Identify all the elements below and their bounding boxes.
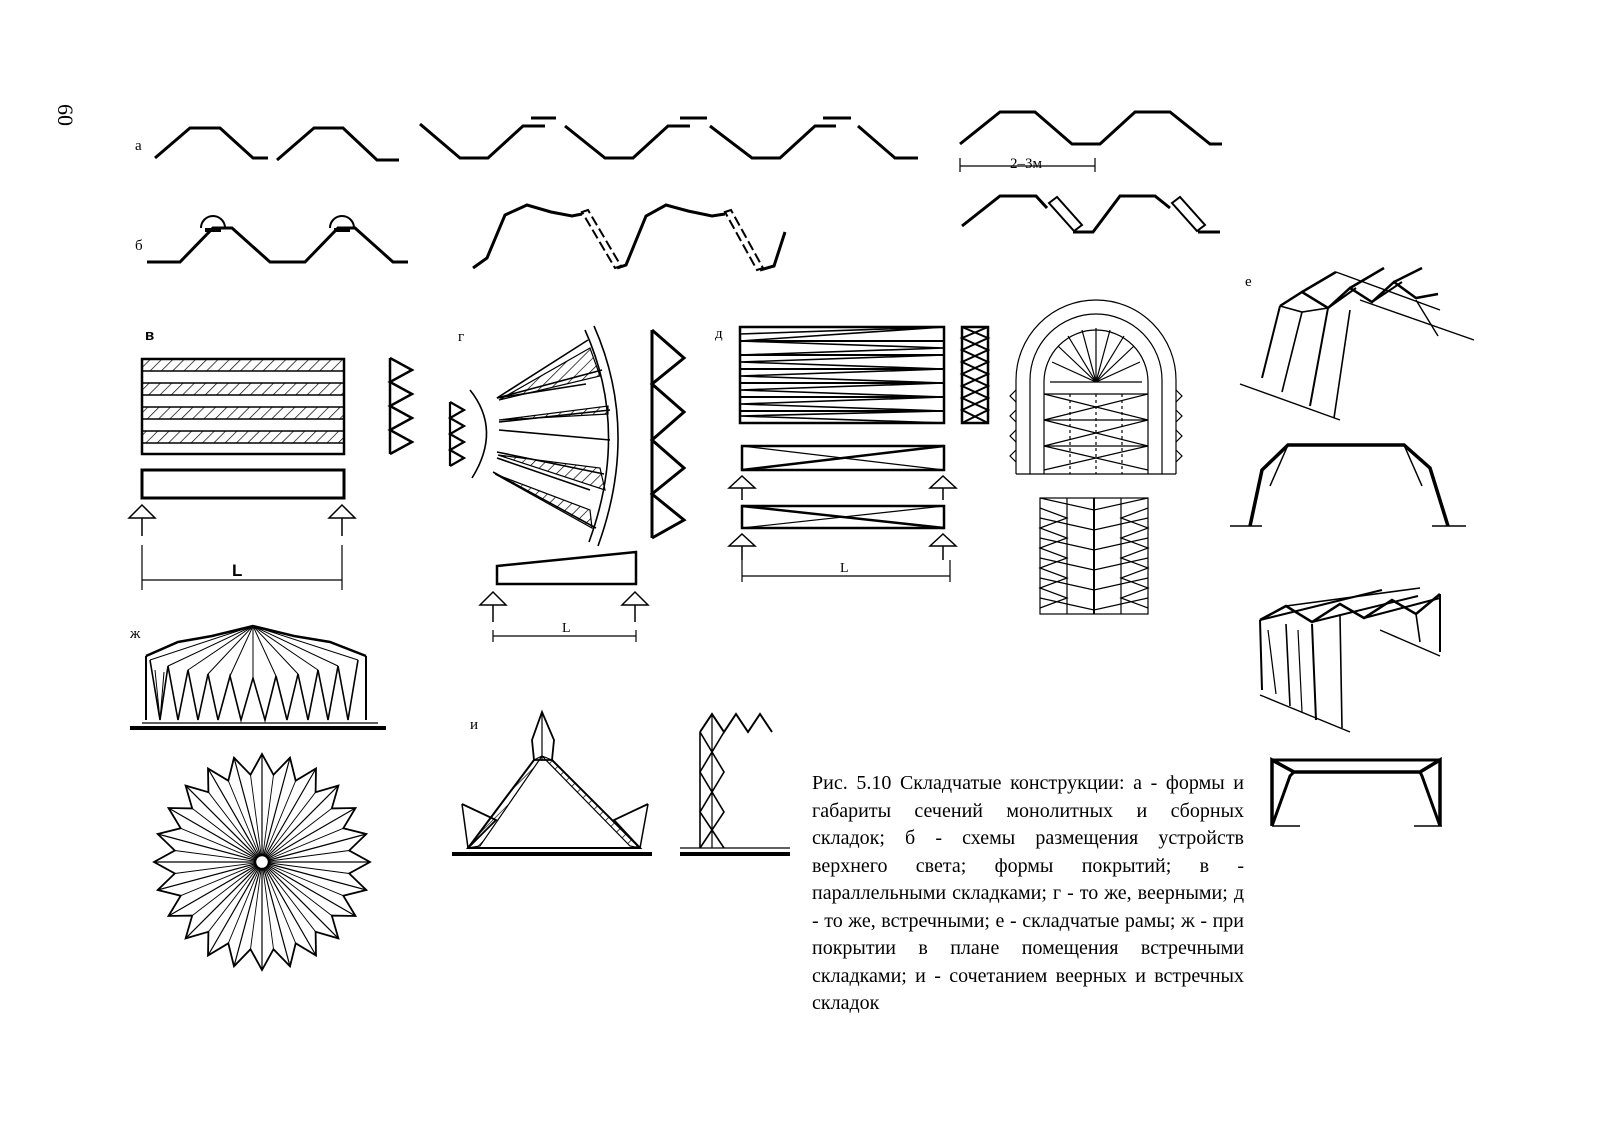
rosette-ridge [207, 768, 263, 863]
rosette-valley [261, 780, 297, 863]
rosette-valley [261, 774, 274, 863]
rosette-ridge [261, 861, 367, 891]
rosette-valley [208, 861, 263, 933]
rosette-ridge [261, 768, 317, 863]
rosette-ridge [233, 757, 263, 863]
rosette-valley [180, 861, 263, 897]
arched-plan [1009, 299, 1183, 475]
rosette-valley [208, 791, 263, 863]
frames-e [1230, 266, 1475, 827]
rosette-ridge [261, 757, 291, 863]
roof-g-fan [447, 325, 687, 642]
label-i: и [470, 717, 478, 733]
rosette-ridge [261, 807, 356, 863]
rosette-valley [261, 861, 350, 874]
rosette-valley [174, 861, 263, 874]
label-g: г [458, 329, 464, 345]
rosette-valley [261, 861, 316, 933]
rosette-valley [191, 861, 263, 916]
rosette-valley [180, 827, 263, 863]
folded-dome-zh [130, 624, 386, 730]
rosette-ridge [185, 785, 263, 863]
folded-dome-plan-zh [152, 752, 372, 972]
rosette-ridge [168, 807, 263, 863]
sections-b [147, 203, 787, 272]
rosette-valley [250, 861, 263, 950]
dimension-span-v: L [232, 561, 242, 580]
figure-caption: Рис. 5.10 Складчатые конструкции: а - фо… [812, 770, 1244, 1018]
label-zh: ж [129, 626, 141, 642]
rosette-ridge [261, 861, 356, 917]
rosette-ridge [233, 861, 263, 967]
label-b: б [135, 238, 143, 254]
label-d: д [715, 326, 723, 342]
rosette-valley [261, 808, 333, 863]
label-e: е [1245, 274, 1252, 290]
folded-plan [1038, 497, 1150, 615]
label-v: в [145, 327, 154, 344]
rosette-ridge [185, 861, 263, 939]
page-number: 60 [53, 104, 78, 126]
dimension-span-g: L [562, 621, 571, 636]
rosette-valley [261, 791, 316, 863]
rosette-valley [191, 808, 263, 863]
sections-a [154, 110, 1222, 234]
rosette-valley [261, 861, 344, 897]
rosette-valley [250, 774, 263, 863]
rosette-ridge [168, 861, 263, 917]
rosette-ridge [261, 861, 339, 939]
rosette-ridge [157, 861, 263, 891]
rosette-ridge [261, 861, 291, 967]
caption-text: Рис. 5.10 Складчатые конструкции: а - фо… [812, 772, 1244, 1014]
skylights-b [580, 208, 765, 272]
rosette-valley [261, 827, 344, 863]
rosette-ridge [157, 833, 263, 863]
rosette-ridge [207, 861, 263, 956]
joints-a [959, 158, 1207, 233]
rosette-valley [261, 861, 274, 950]
rosette-valley [261, 861, 333, 916]
rosette-valley [227, 780, 263, 863]
dimension-span-d: L [840, 561, 849, 576]
rosette-valley [261, 850, 350, 863]
rosette-valley [174, 850, 263, 863]
combined-folds-i [452, 709, 790, 856]
rosette-ridge [261, 833, 367, 863]
rosette-valley [261, 861, 297, 944]
roof-d [727, 325, 991, 582]
dimension-span-a: 2–3м [1010, 156, 1043, 172]
rosette-ridge [261, 861, 317, 956]
label-a: а [135, 138, 142, 154]
rosette-ridge [261, 785, 339, 863]
rosette-valley [227, 861, 263, 944]
roof-v [127, 356, 415, 590]
